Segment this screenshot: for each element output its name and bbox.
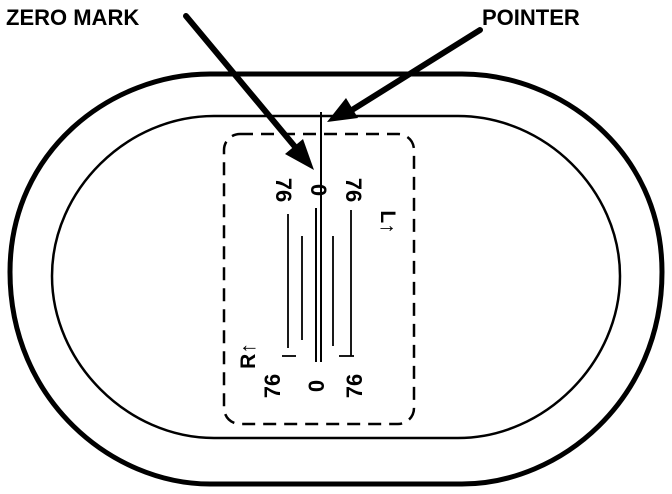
zero-mark-label: ZERO MARK xyxy=(6,5,139,30)
scale-bottom-left-value: 76 xyxy=(260,374,285,398)
scale-bottom-zero-value: 0 xyxy=(304,380,329,392)
pointer-arrow xyxy=(327,27,483,122)
scale-top-right-value: 76 xyxy=(341,178,366,202)
gauge-outer-housing xyxy=(7,71,665,487)
scale-plate-outline xyxy=(222,132,416,426)
gauge-inner-window xyxy=(50,114,622,440)
scale-top-left-value: 76 xyxy=(271,178,296,202)
scale-bottom-right-value: 76 xyxy=(342,374,367,398)
direction-right-label: R↑ xyxy=(237,343,260,369)
zero-mark-arrow xyxy=(183,13,314,170)
direction-left-label: L↑ xyxy=(376,210,399,233)
scale-top-zero-value: 0 xyxy=(306,184,331,196)
pointer-label: POINTER xyxy=(482,5,580,30)
